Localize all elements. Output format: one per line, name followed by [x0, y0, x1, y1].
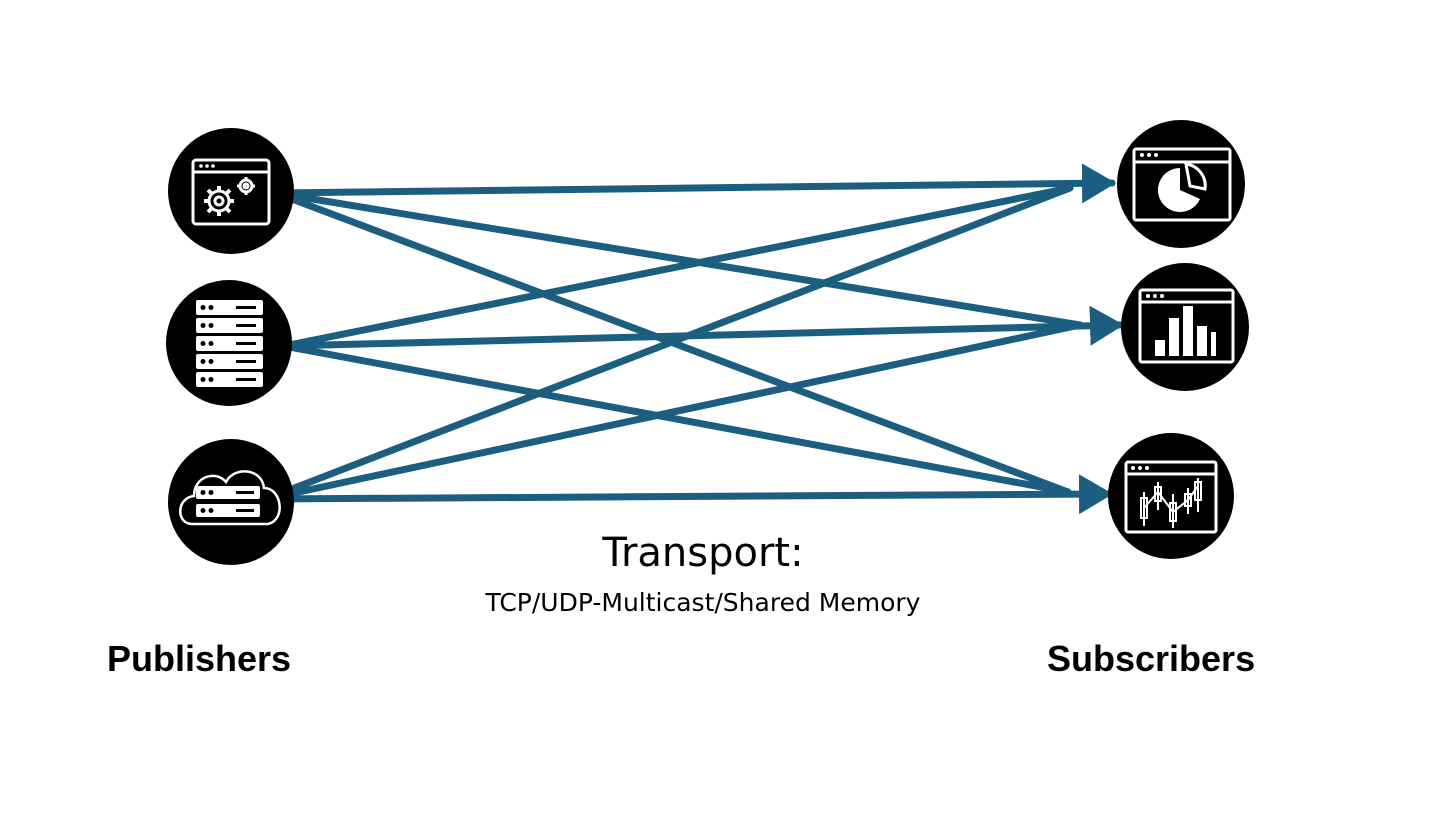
subscriber-node-bar: [1121, 263, 1249, 391]
arrow-pub-cloud-to-sub-pie: [262, 184, 1074, 503]
arrow-pub-app-to-sub-bar: [272, 189, 1084, 329]
arrow-pub-server-to-sub-pie: [280, 184, 1074, 350]
publishers-label: Publishers: [107, 638, 292, 679]
arrow-pub-app-to-sub-pie: [272, 163, 1116, 204]
pie-chart-window-icon: [1132, 147, 1232, 222]
candlestick-window-icon: [1124, 460, 1218, 534]
server-rack-icon: [196, 300, 263, 387]
arrow-pub-server-to-sub-bar: [280, 305, 1124, 350]
arrow-pub-cloud-to-sub-bar: [262, 321, 1084, 503]
bar-chart-window-icon: [1138, 288, 1235, 364]
transport-title: Transport:: [602, 530, 804, 576]
publisher-node-cloud: [168, 439, 294, 565]
subscribers-label: Subscribers: [1047, 638, 1256, 679]
publisher-node-app: [168, 128, 294, 254]
subscriber-node-pie: [1117, 120, 1245, 248]
subscriber-node-candlestick: [1108, 433, 1234, 559]
publisher-node-server: [166, 280, 292, 406]
arrow-pub-cloud-to-sub-candle: [262, 474, 1113, 515]
app-gears-icon: [191, 158, 271, 226]
transport-detail: TCP/UDP-Multicast/Shared Memory: [485, 588, 921, 617]
connection-arrows: [262, 163, 1124, 515]
cloud-server-icon: [179, 470, 281, 526]
arrow-pub-server-to-sub-candle: [280, 342, 1072, 496]
